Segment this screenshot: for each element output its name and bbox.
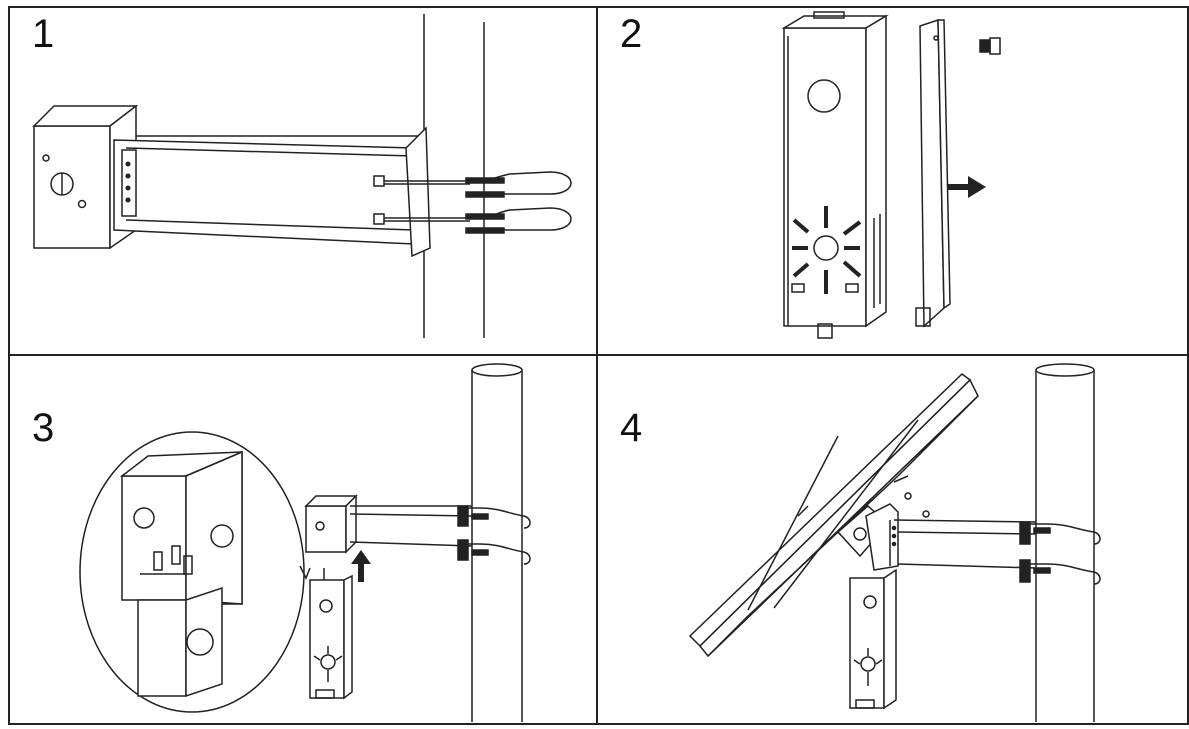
- step-1-illustration: [10, 8, 596, 354]
- grid-divider-vertical: [596, 6, 598, 725]
- battery-box-mounted: [866, 504, 898, 570]
- instruction-grid: [8, 6, 1189, 725]
- controller-housing: [310, 576, 352, 698]
- removal-arrow: [948, 176, 986, 198]
- controller-housing: [850, 570, 896, 708]
- pole: [472, 364, 522, 722]
- mounting-arm: [350, 506, 530, 564]
- detail-callout: [80, 432, 310, 712]
- mounting-arm: [114, 128, 430, 256]
- screw: [980, 38, 1000, 54]
- step-3-illustration: [10, 356, 596, 723]
- u-bolts: [384, 172, 571, 233]
- step-1-number: 1: [32, 12, 55, 56]
- battery-box-mounted: [306, 496, 356, 552]
- step-4-panel: 4: [598, 356, 1187, 723]
- step-1-panel: 1: [10, 8, 596, 354]
- step-2-number: 2: [620, 12, 643, 56]
- step-4-illustration: [598, 356, 1187, 723]
- mounting-arm: [894, 520, 1100, 584]
- up-arrow: [351, 550, 371, 582]
- step-4-number: 4: [620, 406, 643, 450]
- step-2-illustration: [598, 8, 1187, 354]
- grid-divider-horizontal: [8, 354, 1189, 356]
- controller-housing: [784, 12, 886, 338]
- side-cover-plate: [916, 20, 950, 326]
- step-3-number: 3: [32, 406, 55, 450]
- step-2-panel: 2: [598, 8, 1187, 354]
- pole: [1036, 364, 1094, 722]
- solar-panel: [690, 374, 978, 656]
- nut-lower: [374, 214, 384, 224]
- step-3-panel: 3: [10, 356, 596, 723]
